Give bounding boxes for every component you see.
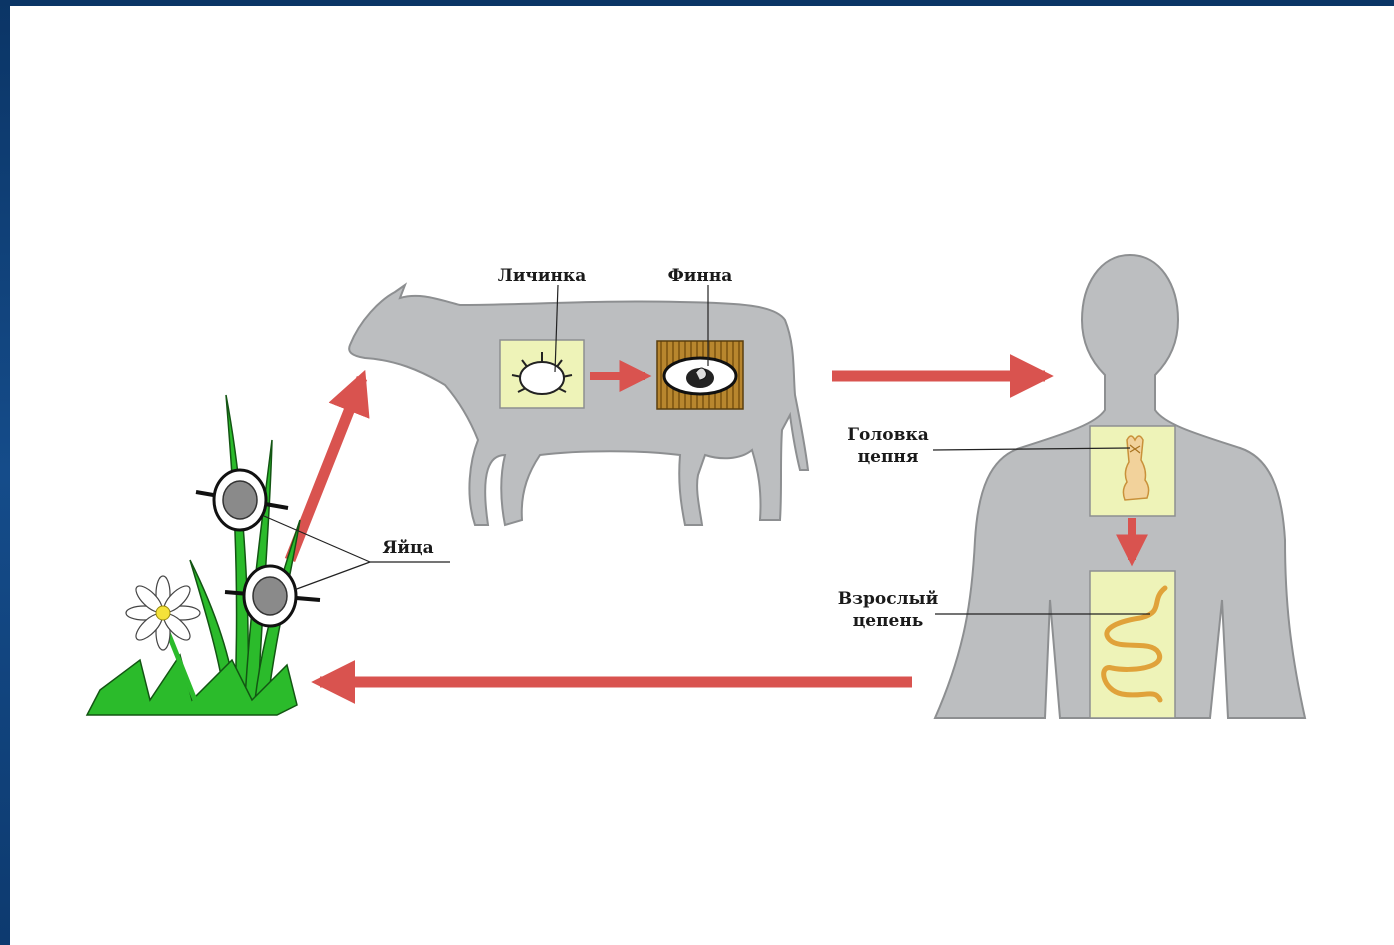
scolex-label-line1: Головка <box>847 425 929 445</box>
scolex-label-line2: цепня <box>858 447 919 467</box>
larva-panel <box>500 340 584 408</box>
larva-label: Личинка <box>498 266 586 286</box>
plant-illustration <box>87 395 300 715</box>
finna-panel <box>657 341 743 409</box>
eggs-leader-upper <box>264 516 370 562</box>
daisy-flower-icon <box>126 576 200 650</box>
adult-label-line1: Взрослый <box>838 589 939 609</box>
arrow-plant-to-cow <box>290 378 362 560</box>
eggs-leader-lower <box>294 562 370 590</box>
finna-label: Финна <box>668 266 733 286</box>
scolex-panel <box>1090 426 1175 516</box>
eggs-label: Яйца <box>382 538 433 558</box>
finna-icon <box>664 358 736 394</box>
adult-label-line2: цепень <box>853 611 924 631</box>
adult-tapeworm-panel <box>1090 571 1175 718</box>
